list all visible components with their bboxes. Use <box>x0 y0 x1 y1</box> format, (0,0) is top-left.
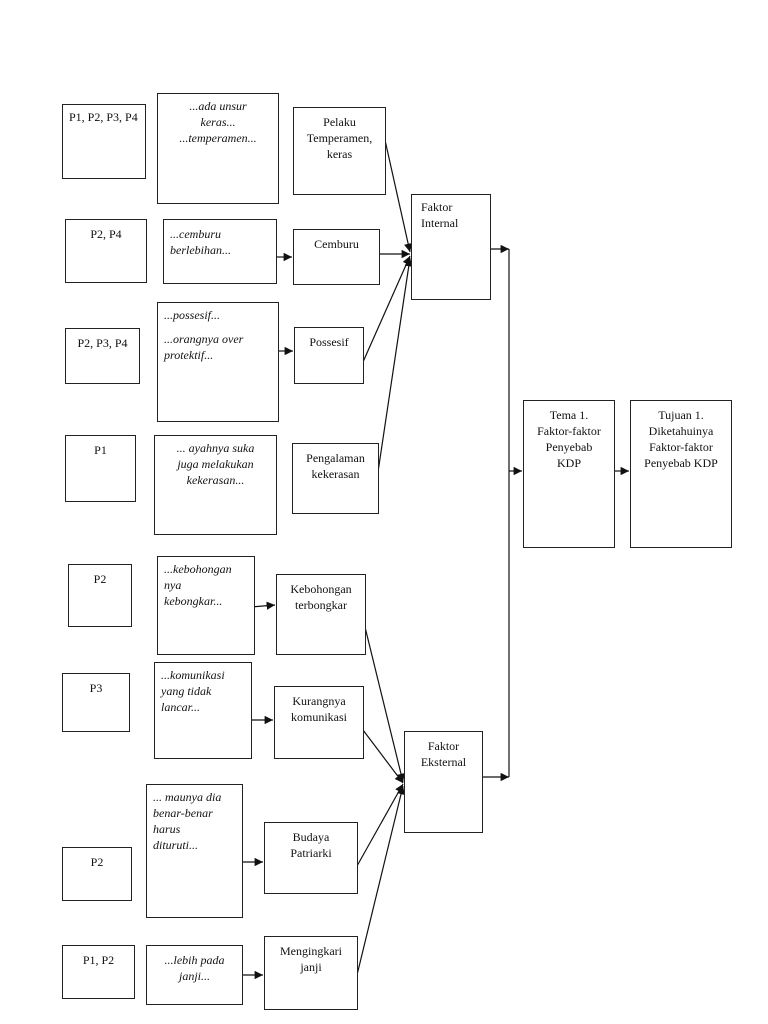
goal-line: Tujuan 1. <box>658 408 704 422</box>
participant-label: P2, P4 <box>90 227 122 241</box>
factor-line: Eksternal <box>420 755 467 769</box>
quote-line: ...orangnya over <box>164 332 244 346</box>
factor-internal-box: Faktor Internal <box>411 194 491 300</box>
participant-box-6: P3 <box>62 673 130 732</box>
quote-box-4: ... ayahnya suka juga melakukan kekerasa… <box>154 435 277 535</box>
category-line: Patriarki <box>290 846 332 860</box>
participant-label: P3 <box>89 681 103 695</box>
category-box-komunikasi: Kurangnya komunikasi <box>274 686 364 759</box>
quote-line: nya <box>164 578 182 592</box>
factor-line: Internal <box>421 216 459 230</box>
participant-label: P1 <box>94 443 107 457</box>
factor-external-box: Faktor Eksternal <box>404 731 483 833</box>
factor-line: Faktor <box>421 200 453 214</box>
quote-line <box>164 323 272 331</box>
quote-box-5: ...kebohongan nya kebongkar... <box>157 556 255 655</box>
quote-line: lancar... <box>161 700 200 714</box>
quote-line: ...kebohongan <box>164 562 232 576</box>
category-box-janji: Mengingkari janji <box>264 936 358 1010</box>
quote-line: ...temperamen... <box>179 131 257 145</box>
quote-line: protektif... <box>164 348 214 362</box>
category-line: Pelaku <box>323 115 356 129</box>
quote-line: ...cemburu <box>170 227 221 241</box>
category-box-possesif: Possesif <box>294 327 364 384</box>
category-line: kekerasan <box>311 467 360 481</box>
category-box-kebohongan: Kebohongan terbongkar <box>276 574 366 655</box>
category-line: keras <box>326 147 353 161</box>
category-box-cemburu: Cemburu <box>293 229 380 285</box>
arrow-janji-eksternal <box>356 785 406 976</box>
participant-label: P1, P2 <box>82 953 115 967</box>
participant-box-2: P2, P4 <box>65 219 147 283</box>
participant-label: P2 <box>93 572 107 586</box>
participant-label: P2 <box>90 855 104 869</box>
quote-line: dituruti... <box>153 838 199 852</box>
arrow-possesif-internal <box>362 255 411 363</box>
participant-label: P1, P2, P3, P4 <box>69 110 138 124</box>
category-line: terbongkar <box>295 598 347 612</box>
quote-box-3: ...possesif... ...orangnya over protekti… <box>157 302 279 422</box>
participant-label: P2, P3, P4 <box>77 336 128 350</box>
goal-line: Penyebab KDP <box>644 456 718 470</box>
arrow-quote5-kebohongan <box>250 601 276 610</box>
arrow-temperamen-internal <box>384 139 413 253</box>
category-line: Temperamen, <box>306 131 373 145</box>
arrow-patriarki-eksternal <box>356 783 404 867</box>
quote-line: ...possesif... <box>164 308 221 322</box>
quote-line: ... ayahnya suka <box>176 441 255 455</box>
category-line: komunikasi <box>291 710 347 724</box>
quote-line: kebongkar... <box>164 594 223 608</box>
quote-box-1: ...ada unsur keras... ...temperamen... <box>157 93 279 204</box>
category-line: Possesif <box>309 335 349 349</box>
quote-line: berlebihan... <box>170 243 231 257</box>
arrow-kebohongan-eksternal <box>364 626 406 783</box>
theme-line: Faktor-faktor <box>537 424 601 438</box>
arrow-pengalaman-internal <box>377 257 413 473</box>
arrow-komunikasi-eksternal <box>362 729 404 784</box>
goal-box: Tujuan 1. Diketahuinya Faktor-faktor Pen… <box>630 400 732 548</box>
quote-line: harus <box>153 822 181 836</box>
theme-line: Tema 1. <box>549 408 589 422</box>
quote-line: juga melakukan <box>177 457 254 471</box>
quote-line: ... maunya dia <box>153 790 222 804</box>
quote-box-8: ...lebih pada janji... <box>146 945 243 1005</box>
participant-box-1: P1, P2, P3, P4 <box>62 104 146 179</box>
participant-box-3: P2, P3, P4 <box>65 328 140 384</box>
quote-line: benar-benar <box>153 806 213 820</box>
category-line: Pengalaman <box>306 451 365 465</box>
quote-line: kekerasan... <box>186 473 245 487</box>
participant-box-8: P1, P2 <box>62 945 135 999</box>
quote-line: ...komunikasi <box>161 668 225 682</box>
theme-line: KDP <box>556 456 581 470</box>
quote-line: ...lebih pada <box>164 953 225 967</box>
factor-line: Faktor <box>427 739 460 753</box>
quote-line: keras... <box>200 115 236 129</box>
quote-box-6: ...komunikasi yang tidak lancar... <box>154 662 252 759</box>
quote-box-2: ...cemburu berlebihan... <box>163 219 277 284</box>
category-line: Cemburu <box>314 237 359 251</box>
goal-line: Diketahuinya <box>648 424 714 438</box>
quote-line: yang tidak <box>161 684 212 698</box>
quote-line: ...ada unsur <box>189 99 247 113</box>
category-box-patriarki: Budaya Patriarki <box>264 822 358 894</box>
theme-line: Penyebab <box>545 440 593 454</box>
category-line: janji <box>300 960 322 974</box>
quote-line: janji... <box>178 969 210 983</box>
category-box-pengalaman: Pengalaman kekerasan <box>292 443 379 514</box>
quote-box-7: ... maunya dia benar-benar harus diturut… <box>146 784 243 918</box>
category-line: Mengingkari <box>280 944 342 958</box>
category-line: Kurangnya <box>292 694 346 708</box>
participant-box-5: P2 <box>68 564 132 627</box>
participant-box-7: P2 <box>62 847 132 901</box>
goal-line: Faktor-faktor <box>649 440 713 454</box>
category-box-temperamen: Pelaku Temperamen, keras <box>293 107 386 195</box>
category-line: Budaya <box>292 830 330 844</box>
participant-box-4: P1 <box>65 435 136 502</box>
theme-box: Tema 1. Faktor-faktor Penyebab KDP <box>523 400 615 548</box>
category-line: Kebohongan <box>290 582 352 596</box>
